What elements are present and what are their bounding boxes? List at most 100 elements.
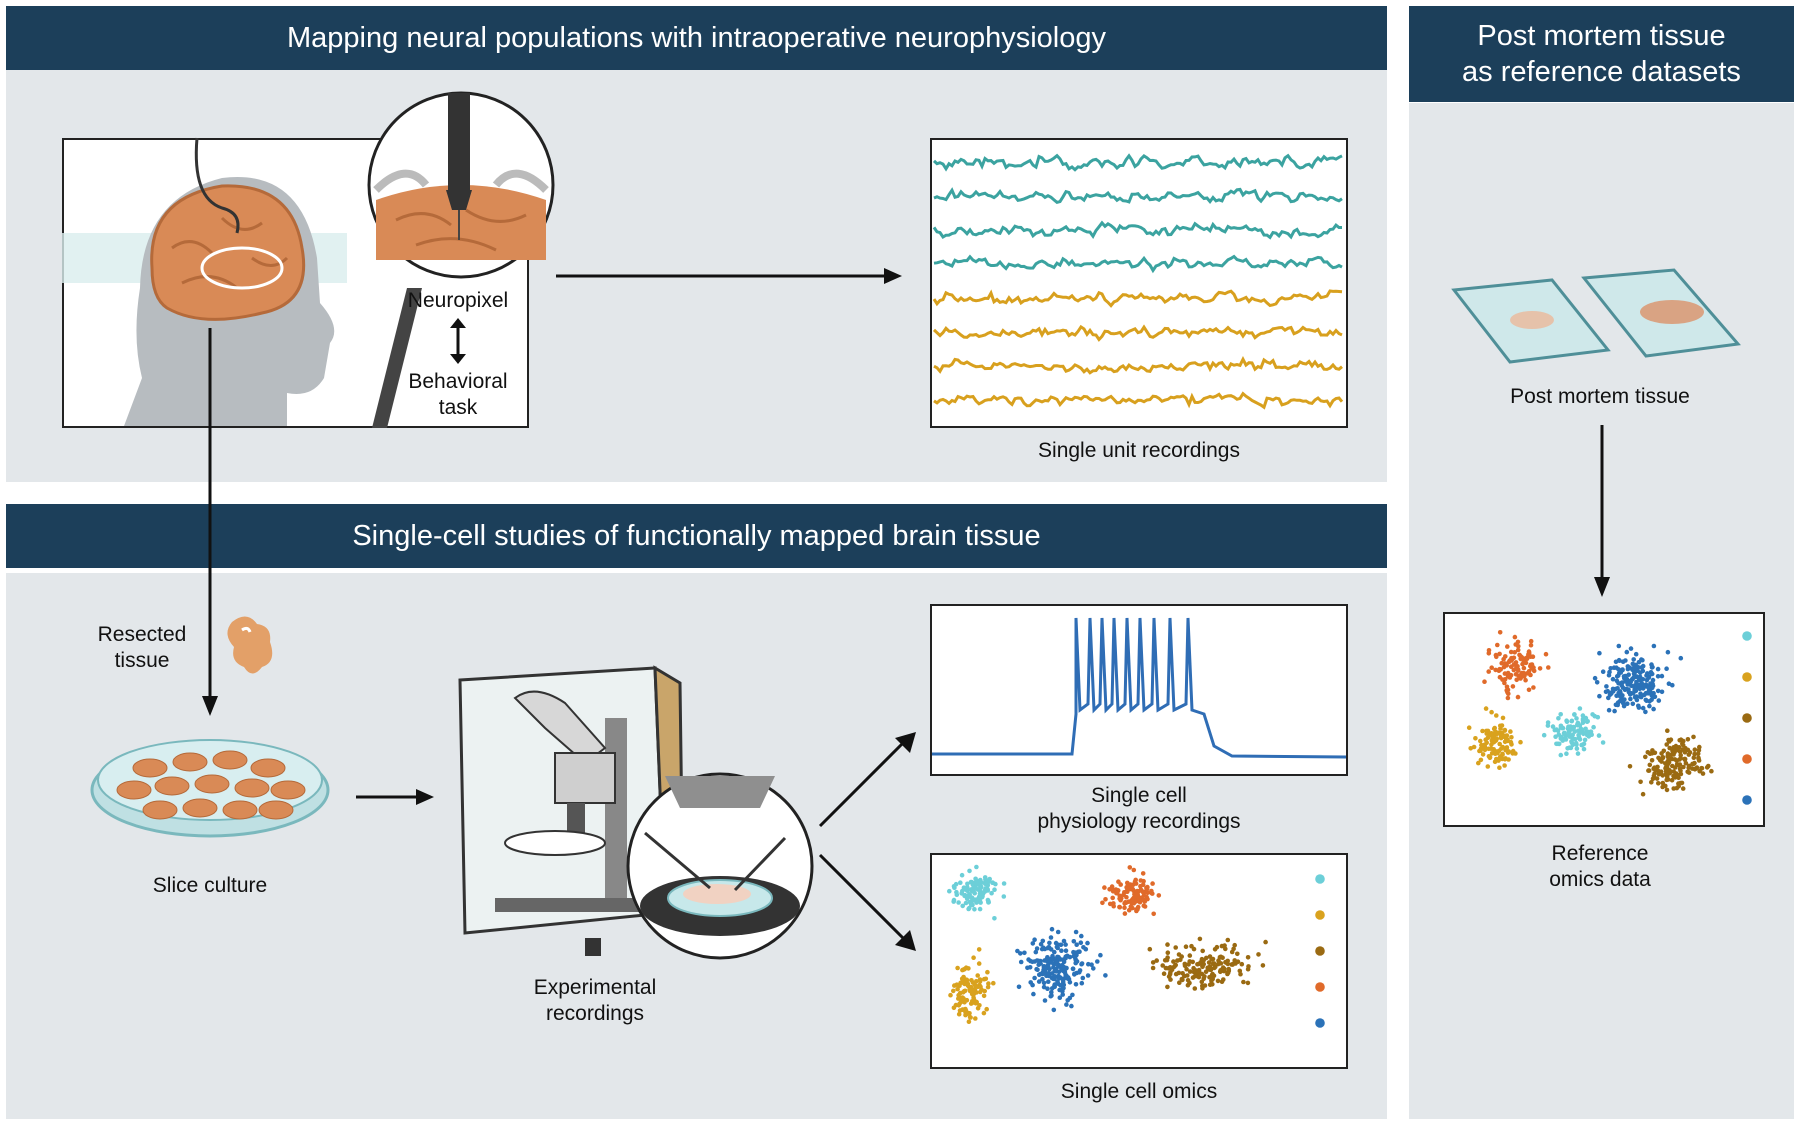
cluster-point xyxy=(1501,664,1507,670)
cluster-point xyxy=(1677,762,1683,767)
cluster-point xyxy=(1235,951,1240,957)
cluster-point xyxy=(1073,982,1079,987)
cluster-point xyxy=(1575,751,1581,756)
cluster-point xyxy=(977,977,983,982)
cluster-point xyxy=(1103,897,1108,902)
cluster-point xyxy=(1062,969,1068,975)
cluster-point xyxy=(1683,745,1688,751)
cluster-point xyxy=(1650,694,1656,700)
microscope-rig-icon xyxy=(458,665,814,960)
cluster-point xyxy=(1187,969,1193,974)
cluster-point xyxy=(1176,952,1182,957)
intraop-title: Mapping neural populations with intraope… xyxy=(287,22,1106,54)
cluster-point xyxy=(971,955,976,960)
cluster-point xyxy=(1537,666,1543,671)
petri-dish-icon xyxy=(90,739,330,838)
cluster-point xyxy=(1617,689,1623,694)
cluster-point xyxy=(1130,896,1135,902)
cluster-point xyxy=(1656,755,1661,761)
action-potential-trace xyxy=(932,617,1347,759)
postmortem-tissue-label: Post mortem tissue xyxy=(1510,385,1690,408)
cluster-point xyxy=(968,879,974,885)
cluster-point xyxy=(1519,654,1524,660)
cluster-point xyxy=(953,881,959,887)
cluster-point xyxy=(1645,685,1651,690)
cluster-point xyxy=(1053,940,1059,946)
recording-trace xyxy=(933,391,1344,410)
cluster-point xyxy=(963,965,969,970)
tissue-slice xyxy=(234,778,270,798)
legend-dot xyxy=(1315,874,1325,884)
cluster-point xyxy=(1678,655,1684,661)
cluster-point xyxy=(1671,752,1676,757)
cluster-point xyxy=(1047,957,1052,962)
cluster-point xyxy=(1526,669,1532,674)
cluster-point xyxy=(1052,949,1057,955)
cluster-point xyxy=(985,969,990,975)
cluster-point xyxy=(1127,865,1133,870)
cluster-point xyxy=(1184,966,1189,972)
cluster-point xyxy=(1497,765,1502,770)
cluster-point xyxy=(1664,764,1670,769)
cluster-point xyxy=(982,875,988,880)
cluster-point xyxy=(1505,690,1510,695)
legend-dot xyxy=(1742,713,1752,723)
cluster-point xyxy=(1497,630,1503,635)
cluster-point xyxy=(1067,954,1073,960)
cluster-point xyxy=(1498,733,1504,739)
cluster-point xyxy=(1627,764,1633,769)
cluster-point xyxy=(1177,980,1182,985)
cluster-point xyxy=(1550,724,1556,729)
cluster-point xyxy=(1493,652,1499,658)
cluster-point xyxy=(1031,991,1036,997)
cluster-point xyxy=(1647,762,1653,768)
cluster-point xyxy=(1055,929,1061,935)
behavioral-task-label: Behavioral task xyxy=(408,370,508,419)
cluster-point xyxy=(1064,1002,1069,1007)
cluster-point xyxy=(1502,739,1508,745)
cluster-point xyxy=(1260,963,1266,968)
cluster-point xyxy=(1681,738,1686,744)
cluster-point xyxy=(1704,765,1710,770)
cluster-point xyxy=(1600,669,1606,674)
reference-omics-label: Reference omics data xyxy=(1549,842,1651,891)
cluster-point xyxy=(1047,966,1052,972)
cluster-point xyxy=(1571,724,1577,730)
brain-icon xyxy=(150,184,306,321)
cluster-point xyxy=(1581,746,1587,752)
cluster-point xyxy=(1140,882,1146,888)
cluster-point xyxy=(1526,652,1531,658)
cluster-point xyxy=(1625,666,1631,672)
cluster-point xyxy=(1606,707,1612,713)
cluster-point xyxy=(1611,665,1617,670)
cluster-point xyxy=(1591,724,1596,730)
cluster-point xyxy=(981,1010,987,1016)
cluster-point xyxy=(978,900,983,905)
cluster-point xyxy=(1647,699,1652,704)
cluster-point xyxy=(1123,900,1129,905)
cluster-point xyxy=(1018,959,1024,965)
cluster-point xyxy=(1502,661,1508,666)
cluster-point xyxy=(1493,751,1498,756)
cluster-point xyxy=(1478,748,1483,753)
cluster-point xyxy=(1150,881,1155,886)
tissue-slice xyxy=(116,780,152,800)
cluster-point xyxy=(1502,763,1507,768)
cluster-point xyxy=(1046,945,1051,950)
arrow-icon xyxy=(556,268,902,284)
cluster-point xyxy=(1665,751,1671,756)
cluster-point xyxy=(1048,935,1054,940)
cluster-point xyxy=(977,989,983,995)
cluster-point xyxy=(954,889,959,895)
cluster-point xyxy=(1072,971,1077,977)
legend-dot xyxy=(1315,1018,1325,1028)
cluster-point xyxy=(1500,715,1506,721)
cluster-point xyxy=(1040,976,1045,982)
cluster-point xyxy=(1618,694,1624,699)
cluster-point xyxy=(1030,982,1035,988)
cluster-point xyxy=(1685,737,1691,742)
cluster-point xyxy=(1528,638,1534,644)
arrow-icon xyxy=(818,853,916,951)
reference-omics-box xyxy=(1443,612,1765,827)
cluster-point xyxy=(1225,937,1231,943)
